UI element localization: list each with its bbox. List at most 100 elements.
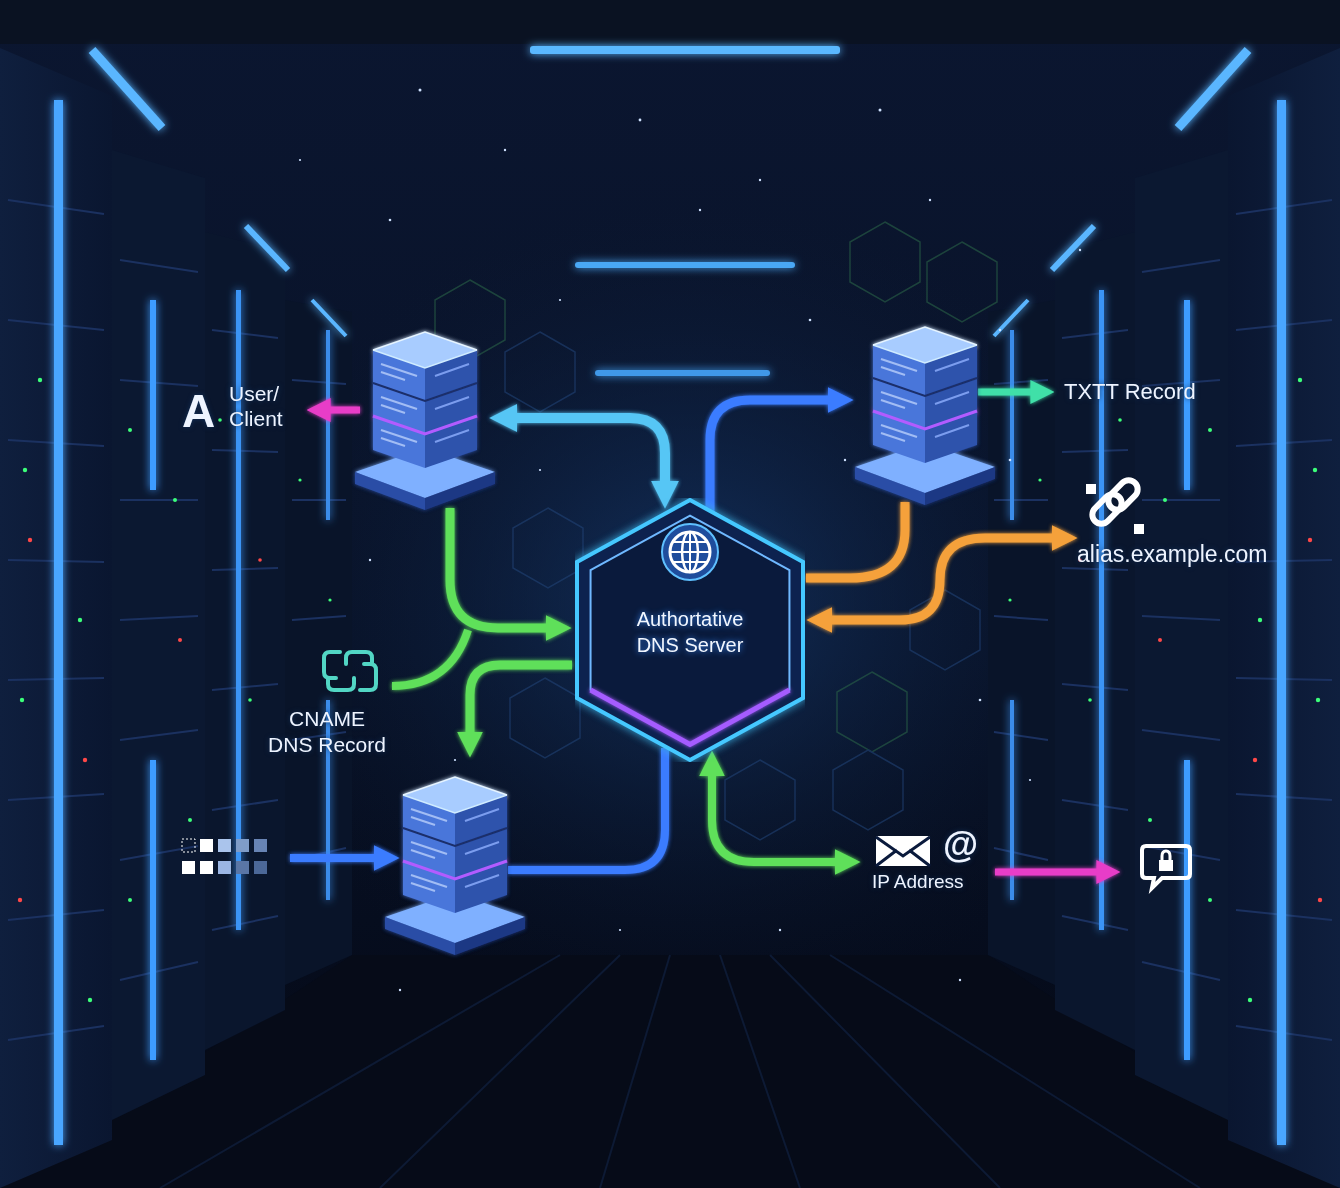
stars (299, 89, 1081, 992)
lock-bubble-icon (1142, 846, 1190, 888)
magenta-arrow (321, 407, 360, 414)
stars (299, 159, 301, 161)
envelope-icon (876, 837, 930, 866)
stars (399, 989, 401, 991)
hex-tiles (505, 332, 575, 412)
hex-tiles (435, 222, 997, 840)
grid-icon (218, 839, 231, 852)
stars (419, 89, 422, 92)
hexagon-outline (591, 690, 790, 744)
server-stack (385, 777, 525, 955)
green-double-arrow (712, 766, 845, 862)
text-holder: CNAME DNS Record (266, 706, 388, 758)
grid-icon (182, 839, 195, 852)
stars (504, 149, 506, 151)
server-racks (0, 48, 1340, 1188)
stars (539, 469, 541, 471)
ceiling-lights (530, 46, 840, 376)
hex-tiles (513, 508, 583, 588)
green-arrow (450, 508, 556, 628)
text-holder: alias.example.com (1077, 541, 1267, 568)
room-background (160, 955, 1200, 1188)
stars (699, 209, 701, 211)
hex-tiles (850, 222, 920, 302)
cname-icon (360, 664, 376, 690)
stars (559, 299, 561, 301)
stars (1079, 249, 1081, 251)
hexagon-outline (577, 500, 803, 760)
hexagon-outline (591, 516, 790, 745)
link-icon (1134, 524, 1144, 534)
stars (809, 319, 812, 322)
text-holder: A (182, 384, 215, 438)
cname-icon (328, 678, 354, 690)
client-label: User/ Client (229, 381, 309, 431)
email-symbol: @ (943, 824, 978, 866)
lock-bubble-icon (1159, 860, 1173, 871)
grid-icon (200, 839, 213, 852)
server-stacks (355, 327, 995, 955)
dns-server-hexagon: Authortative DNS Server (575, 498, 805, 762)
address-label: IP Address (872, 871, 964, 893)
hex-tiles (510, 678, 580, 758)
globe-icon (670, 532, 710, 572)
lightblue-double-arrow (506, 418, 665, 492)
stars (879, 109, 882, 112)
hex-tiles (725, 760, 795, 840)
cname-icon (324, 652, 376, 690)
stars (454, 759, 456, 761)
stars (389, 219, 392, 222)
green-line (392, 630, 468, 686)
text-holder: @ (943, 824, 978, 866)
stars (979, 699, 982, 702)
stars (959, 979, 961, 981)
server-racks (0, 48, 352, 1188)
grid-icon (254, 839, 267, 852)
grid-icon (254, 861, 267, 874)
stars (759, 179, 761, 181)
stars (619, 929, 621, 931)
stars (1029, 779, 1031, 781)
record-type-letter: A (182, 384, 215, 438)
hex-tiles (833, 750, 903, 830)
record-label: TXTT Record (1064, 379, 1196, 405)
grid-icon (236, 839, 249, 852)
magenta-arrow (995, 869, 1106, 876)
text-holder: Authortative DNS Server (620, 606, 760, 658)
grid-icon (182, 861, 195, 874)
teal-arrow (978, 389, 1040, 396)
orange-line (806, 502, 905, 578)
stars (779, 929, 781, 931)
stars (844, 459, 846, 461)
alias-label: alias.example.com (1077, 541, 1267, 568)
grid-icon (218, 861, 231, 874)
hex-tiles (910, 590, 980, 670)
link-icon (1086, 477, 1144, 534)
link-icon (1105, 477, 1142, 514)
stars (639, 119, 642, 122)
server-stack (355, 332, 495, 510)
server-racks (988, 48, 1340, 1188)
link-icon (1089, 477, 1142, 528)
globe-icon (662, 524, 718, 580)
grid-icon (200, 861, 213, 874)
blue-arrow (710, 400, 838, 512)
lock-bubble-icon (1142, 846, 1190, 888)
grid-icon (236, 861, 249, 874)
blue-line (508, 748, 665, 870)
text-holder: TXTT Record (1064, 379, 1196, 405)
globe-icon (670, 532, 710, 572)
blue-arrow (290, 854, 384, 862)
stars (929, 199, 931, 201)
room-background (0, 0, 1340, 44)
record-label: CNAME DNS Record (266, 706, 388, 758)
green-arrow (470, 665, 572, 742)
grid-icon (182, 839, 267, 874)
cname-icon (324, 652, 340, 678)
link-icon (1086, 484, 1096, 494)
envelope-icon (876, 836, 930, 866)
stars (999, 329, 1001, 331)
envelope-icon (876, 836, 930, 866)
